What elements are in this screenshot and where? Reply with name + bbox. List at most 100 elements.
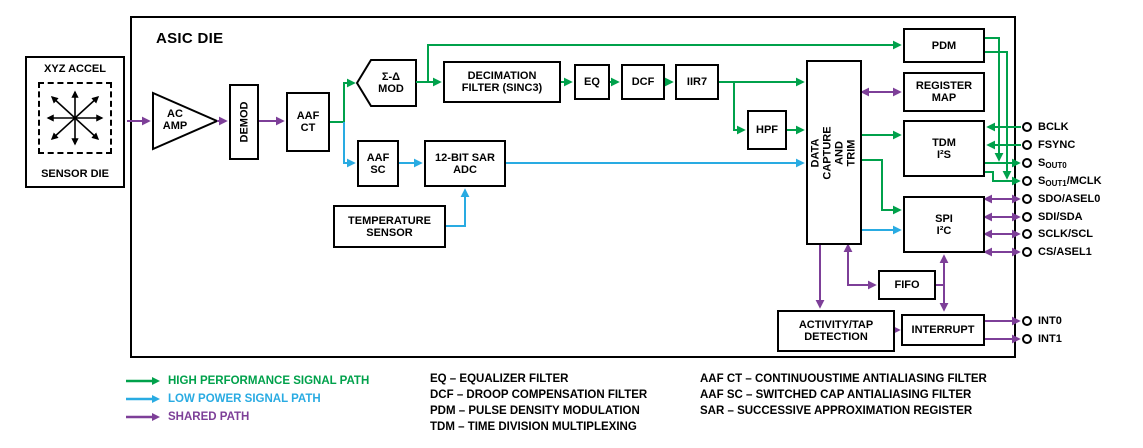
pin-circle-icon [1022, 140, 1032, 150]
pin-fsync-label: FSYNC [1038, 138, 1076, 151]
block-decimation-filter-label: DECIMATION FILTER (SINC3) [461, 70, 543, 94]
block-iir7: IIR7 [675, 64, 719, 100]
block-eq: EQ [574, 64, 610, 100]
block-ac-amp-label: AC AMP [162, 108, 188, 132]
block-interrupt-label: INTERRUPT [911, 324, 975, 336]
legend-shared-label: SHARED PATH [168, 411, 250, 423]
sensor-top-label: XYZ ACCEL [44, 63, 106, 75]
pin-bclk: BCLK [1022, 120, 1069, 134]
ac-amp-triangle [152, 91, 220, 151]
block-sar-adc: 12-BIT SAR ADC [424, 140, 506, 187]
pin-circle-icon [1022, 176, 1032, 186]
high-performance-arrow-icon [126, 377, 160, 385]
xyz-axes-icon [46, 90, 104, 146]
legend-shared-path: SHARED PATH [125, 410, 249, 424]
block-hpf: HPF [747, 110, 787, 150]
pin-circle-icon [1022, 158, 1032, 168]
pin-circle-icon [1022, 229, 1032, 239]
pin-bclk-label: BCLK [1038, 120, 1069, 133]
block-pdm-label: PDM [931, 39, 957, 52]
pin-sdo-asel0-label: SDO/ASEL0 [1038, 192, 1101, 205]
pin-sclk-scl-label: SCLK/SCL [1038, 227, 1093, 240]
wire-pdm-to-sout1 [985, 51, 1012, 180]
block-decimation-filter: DECIMATION FILTER (SINC3) [443, 61, 561, 103]
block-spi-i2c: SPI I²C [903, 196, 985, 253]
pin-fsync: FSYNC [1022, 138, 1075, 152]
block-tdm-i2s-label: TDM I²S [932, 136, 956, 161]
block-hpf-label: HPF [756, 124, 778, 136]
pin-sdi-sda-label: SDI/SDA [1038, 210, 1083, 223]
asic-die-outline [130, 16, 1016, 358]
block-demod: DEMOD [229, 84, 259, 160]
block-spi-i2c-label: SPI I²C [935, 212, 953, 237]
pin-circle-icon [1022, 122, 1032, 132]
pin-sdo-asel0: SDO/ASEL0 [1022, 192, 1100, 206]
block-aaf-sc-label: AAF SC [366, 151, 390, 176]
pin-int0: INT0 [1022, 314, 1062, 328]
abbr-aaf-ct: AAF CT – CONTINUOUSTIME ANTIALIASING FIL… [700, 373, 987, 385]
pin-sout0-label: SOUT0 [1038, 156, 1067, 170]
pin-sdi-sda: SDI/SDA [1022, 210, 1083, 224]
block-register-map: REGISTER MAP [903, 72, 985, 112]
abbr-eq: EQ – EQUALIZER FILTER [430, 373, 569, 385]
block-dcf: DCF [621, 64, 665, 100]
block-dcf-label: DCF [631, 76, 655, 88]
asic-die-title: ASIC DIE [156, 30, 224, 47]
low-power-arrow-icon [126, 395, 160, 403]
abbr-aaf-sc: AAF SC – SWITCHED CAP ANTIALIASING FILTE… [700, 389, 972, 401]
pin-sout1-mclk: SOUT1/MCLK [1022, 174, 1102, 188]
pin-int1-label: INT1 [1038, 332, 1062, 345]
abbr-dcf: DCF – DROOP COMPENSATION FILTER [430, 389, 648, 401]
block-iir7-label: IIR7 [686, 76, 708, 88]
block-pdm: PDM [903, 28, 985, 63]
legend-high-performance-path: HIGH PERFORMANCE SIGNAL PATH [125, 374, 369, 388]
wire-aafct-to-mod [330, 78, 356, 123]
block-temperature-sensor: TEMPERATURE SENSOR [333, 205, 446, 248]
abbr-tdm: TDM – TIME DIVISION MULTIPLEXING [430, 421, 637, 433]
block-fifo-label: FIFO [894, 279, 920, 291]
legend-low-power-label: LOW POWER SIGNAL PATH [168, 393, 321, 405]
abbreviations-column-2: AAF CT – CONTINUOUSTIME ANTIALIASING FIL… [700, 371, 987, 419]
pin-circle-icon [1022, 212, 1032, 222]
sensor-bottom-label: SENSOR DIE [41, 168, 109, 180]
block-temperature-sensor-label: TEMPERATURE SENSOR [348, 214, 431, 239]
wire-aafct-to-aafsc [343, 122, 356, 168]
wire-pdm-to-sout0 [985, 37, 1004, 162]
block-eq-label: EQ [584, 76, 600, 88]
pin-sclk-scl: SCLK/SCL [1022, 227, 1093, 241]
block-demod-label: DEMOD [238, 101, 251, 143]
block-tdm-i2s: TDM I²S [903, 120, 985, 177]
pin-int0-label: INT0 [1038, 314, 1062, 327]
block-register-map-label: REGISTER MAP [915, 80, 973, 104]
pin-circle-icon [1022, 316, 1032, 326]
block-data-capture-label: DATA CAPTURE AND TRIM [810, 125, 858, 180]
pin-cs-asel1-label: CS/ASEL1 [1038, 245, 1092, 258]
legend-high-performance-label: HIGH PERFORMANCE SIGNAL PATH [168, 375, 370, 387]
pin-circle-icon [1022, 247, 1032, 257]
abbr-pdm: PDM – PULSE DENSITY MODULATION [430, 405, 640, 417]
block-aaf-ct: AAF CT [286, 92, 330, 152]
pin-int1: INT1 [1022, 332, 1062, 346]
wire-tempsensor-to-sar [446, 188, 470, 227]
wire-mod-to-pdm [427, 40, 902, 82]
abbreviations-column-1: EQ – EQUALIZER FILTER DCF – DROOP COMPEN… [430, 371, 647, 435]
abbr-sar: SAR – SUCCESSIVE APPROXIMATION REGISTER [700, 405, 973, 417]
shared-arrow-icon [126, 413, 160, 421]
block-aaf-sc: AAF SC [357, 140, 399, 187]
pin-cs-asel1: CS/ASEL1 [1022, 245, 1092, 259]
wire-tdm-to-sout1 [985, 171, 1021, 186]
wire-datacapture-to-spi-hp [862, 159, 902, 215]
pin-circle-icon [1022, 194, 1032, 204]
block-fifo: FIFO [878, 270, 936, 300]
sensor-die-box: XYZ ACCEL SENSOR DIE [25, 56, 125, 188]
block-sigma-delta-mod-label: Σ-Δ MOD [378, 71, 404, 95]
wire-datacapture-fifo [843, 243, 877, 290]
block-activity-tap: ACTIVITY/TAP DETECTION [777, 310, 895, 352]
legend-low-power-path: LOW POWER SIGNAL PATH [125, 392, 321, 406]
sensor-element-dashed-box [38, 82, 112, 154]
block-sar-adc-label: 12-BIT SAR ADC [435, 151, 495, 176]
pin-sout1-mclk-label: SOUT1/MCLK [1038, 174, 1102, 188]
wire-branch-to-hpf [733, 82, 746, 135]
